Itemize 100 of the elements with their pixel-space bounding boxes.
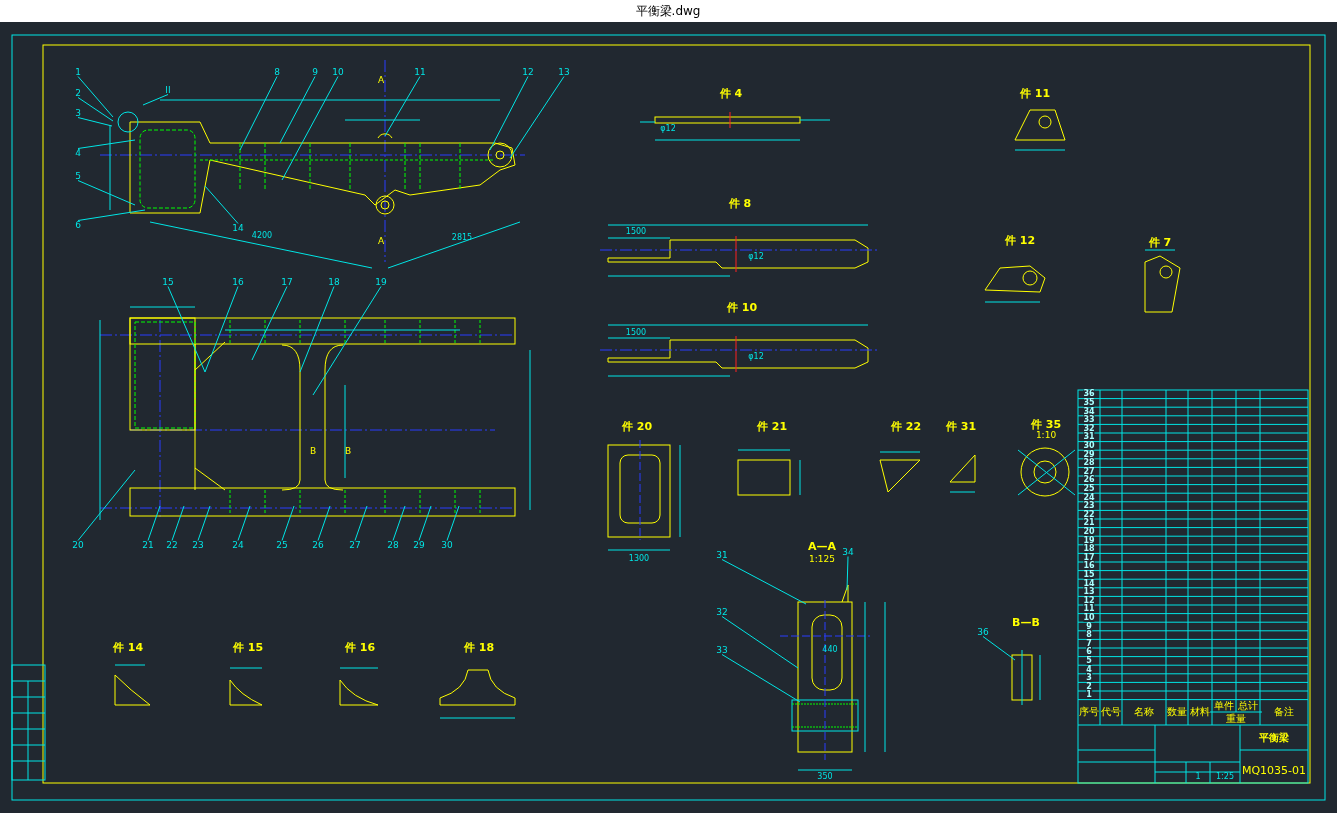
- row-number: 5: [1086, 656, 1092, 665]
- dimension-text: 1500: [625, 228, 647, 236]
- callout-number: 3: [75, 108, 81, 118]
- row-number: 11: [1083, 605, 1095, 614]
- row-number: 28: [1083, 459, 1095, 468]
- leader-line: [384, 76, 421, 137]
- scale-text: 1:25: [1216, 773, 1234, 781]
- leader-line: [77, 117, 113, 127]
- scale-text: 1:10: [1035, 430, 1057, 440]
- callout-number: 8: [274, 67, 280, 77]
- leader-line: [204, 185, 239, 224]
- leader-line: [721, 559, 807, 605]
- section-mark: A: [377, 236, 385, 246]
- callout-number: 2: [75, 88, 81, 98]
- leader-line: [239, 76, 278, 151]
- callout-number: 24: [232, 540, 244, 550]
- callout-number: 6: [75, 220, 81, 230]
- view-title: A—A: [808, 540, 836, 552]
- callout-number: 25: [276, 540, 288, 550]
- view-title: 件 15: [232, 641, 264, 653]
- row-number: 12: [1083, 596, 1095, 605]
- row-number: 26: [1083, 476, 1095, 485]
- row-number: 16: [1083, 562, 1095, 571]
- view-title: 件 8: [728, 197, 752, 209]
- row-number: 7: [1086, 639, 1092, 648]
- leader-line: [77, 180, 136, 206]
- view-title: B—B: [1012, 616, 1040, 628]
- callout-number: 14: [232, 223, 244, 233]
- scale-text: 1:125: [809, 554, 835, 564]
- row-number: 14: [1083, 579, 1095, 588]
- leader-line: [982, 636, 1016, 661]
- row-number: 19: [1083, 536, 1095, 545]
- row-number: 33: [1083, 416, 1095, 425]
- leader-line: [142, 94, 169, 106]
- view-title: 件 10: [726, 301, 758, 313]
- row-number: 27: [1083, 467, 1095, 476]
- callout-number: 9: [312, 67, 318, 77]
- view-title: 件 35: [1030, 418, 1062, 430]
- leader-line: [846, 556, 849, 591]
- row-number: 23: [1083, 502, 1095, 511]
- row-number: 1: [1086, 691, 1092, 700]
- view-title: 件 7: [1148, 236, 1172, 248]
- callout-number: 20: [72, 540, 84, 550]
- leader-line: [299, 286, 335, 373]
- callout-number: 1: [75, 67, 81, 77]
- row-number: 9: [1086, 622, 1092, 631]
- row-number: 10: [1083, 613, 1095, 622]
- row-number: 22: [1083, 510, 1095, 519]
- section-mark: B: [309, 446, 317, 456]
- leader-line: [446, 505, 460, 541]
- callout-number: 32: [716, 607, 728, 617]
- leader-line: [279, 76, 316, 144]
- dimension-text: 2815: [451, 234, 473, 242]
- dimension-text: 4200: [251, 232, 273, 240]
- leader-line: [197, 505, 211, 541]
- leader-line: [509, 76, 565, 159]
- view-title: 件 18: [463, 641, 495, 653]
- callout-number: 5: [75, 171, 81, 181]
- table-header-text: 备注: [1274, 707, 1294, 717]
- table-header-text: 重量: [1226, 714, 1246, 724]
- dimension-text: 440: [822, 646, 838, 654]
- leader-line: [77, 97, 114, 122]
- table-header-text: 代号: [1101, 707, 1121, 717]
- section-mark: B: [344, 446, 352, 456]
- callout-number: 18: [328, 277, 340, 287]
- row-number: 32: [1083, 424, 1095, 433]
- row-number: 6: [1086, 648, 1092, 657]
- leader-line: [392, 505, 406, 541]
- row-number: 24: [1083, 493, 1095, 502]
- leader-line: [167, 286, 206, 373]
- leader-line: [77, 469, 136, 541]
- dimension-text: φ12: [748, 353, 764, 361]
- view-title: 件 21: [756, 420, 788, 432]
- callout-number: 30: [441, 540, 453, 550]
- leader-line: [317, 505, 331, 541]
- leader-line: [312, 286, 382, 396]
- callout-number: 33: [716, 645, 728, 655]
- leader-line: [77, 139, 136, 149]
- leader-line: [489, 76, 529, 151]
- callout-number: 27: [349, 540, 361, 550]
- row-number: 15: [1083, 570, 1095, 579]
- callout-number: II: [165, 85, 171, 95]
- row-number: 13: [1083, 588, 1095, 597]
- leader-line: [721, 654, 801, 703]
- leader-line: [171, 505, 185, 541]
- row-number: 25: [1083, 484, 1095, 493]
- view-title: 件 4: [719, 87, 743, 99]
- callout-number: 26: [312, 540, 324, 550]
- row-number: 34: [1083, 407, 1095, 416]
- row-number: 30: [1083, 441, 1095, 450]
- callout-number: 36: [977, 627, 989, 637]
- view-title: 件 11: [1019, 87, 1051, 99]
- table-header-text: 名称: [1134, 707, 1154, 717]
- callout-number: 11: [414, 67, 426, 77]
- table-header-text: 序号: [1079, 707, 1099, 717]
- view-title: 件 22: [890, 420, 922, 432]
- table-header-text: 单件: [1214, 701, 1234, 711]
- window-title: 平衡梁.dwg: [635, 5, 701, 17]
- leader-line: [204, 286, 239, 373]
- callout-number: 16: [232, 277, 244, 287]
